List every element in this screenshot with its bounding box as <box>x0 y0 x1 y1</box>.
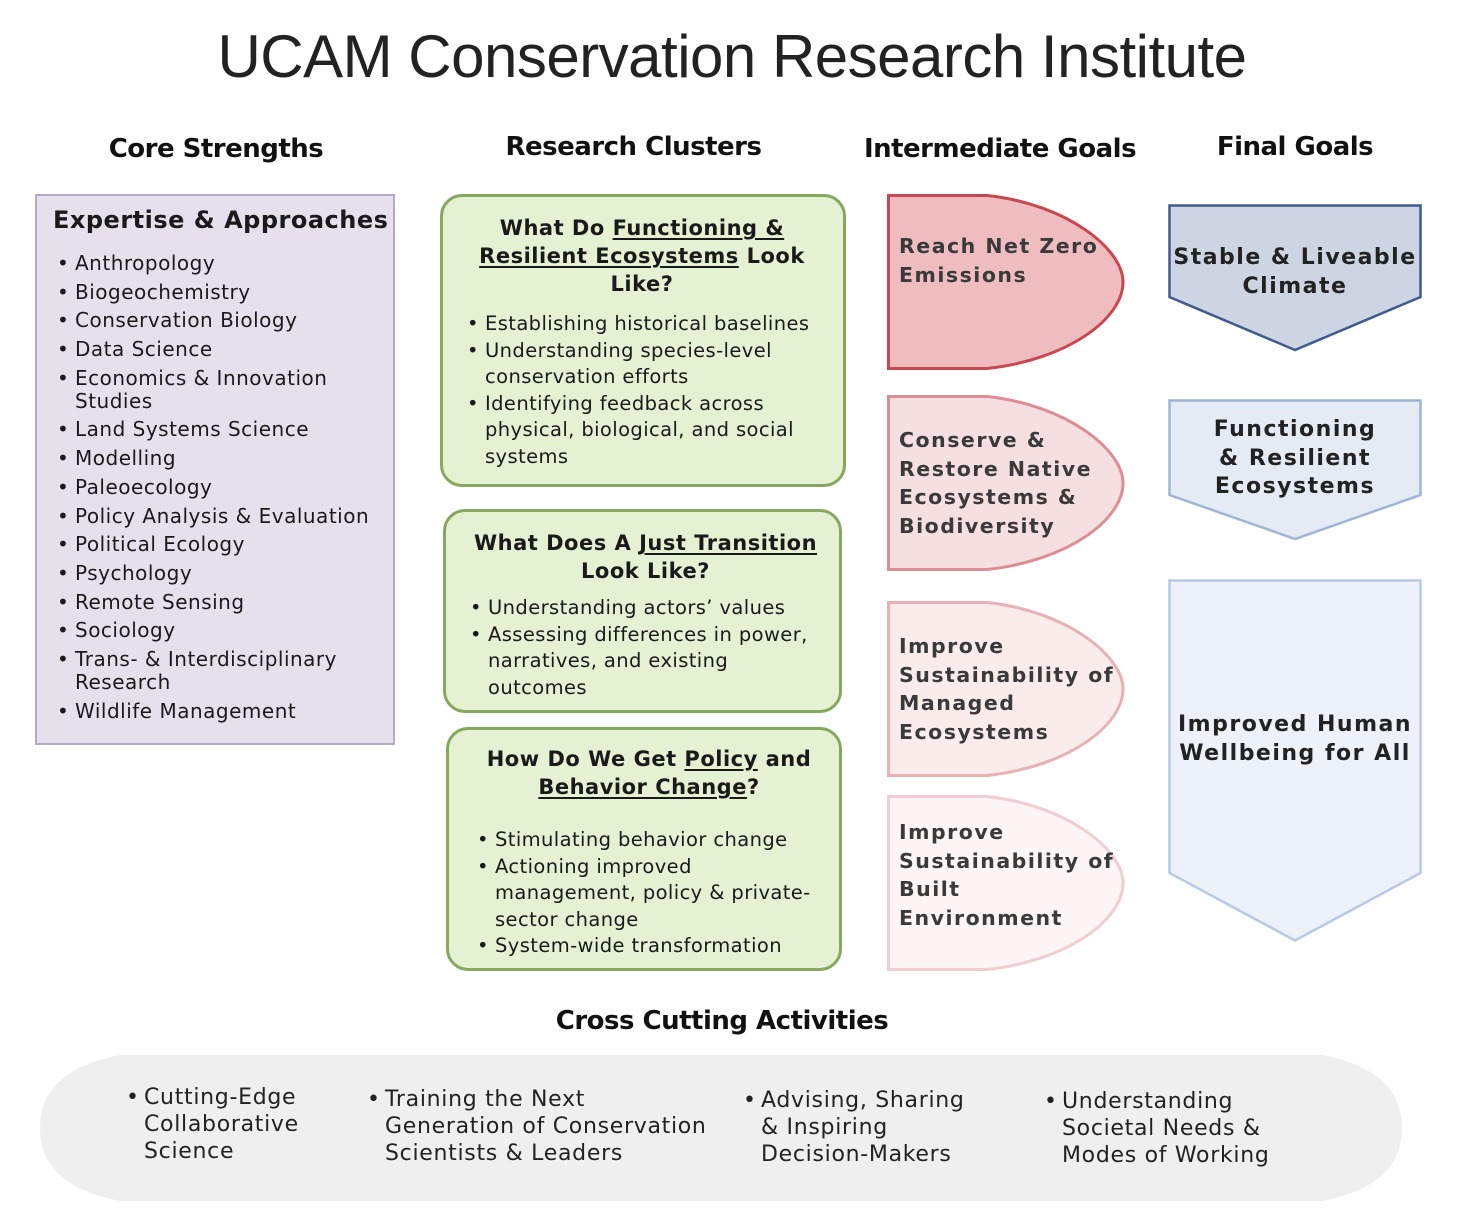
expertise-item: Modelling <box>53 447 393 471</box>
final-goal-resilient-ecosystems: Functioning & Resilient Ecosystems <box>1168 399 1422 541</box>
cluster-title-emphasis: Behavior Change <box>538 775 747 799</box>
column-heading-final-goals: Final Goals <box>1216 132 1374 162</box>
cross-cutting-item: Advising, Sharing & Inspiring Decision-M… <box>739 1087 989 1168</box>
cluster-title-emphasis: Functioning & Resilient Ecosystems <box>479 216 785 268</box>
expertise-item: Biogeochemistry <box>53 280 393 304</box>
cluster-title-text: What Do <box>499 216 613 240</box>
expertise-item: Sociology <box>53 619 393 643</box>
cluster-title-text: and <box>757 747 812 771</box>
cluster-title: What Does A Just Transition Look Like? <box>466 529 825 585</box>
column-heading-research-clusters: Research Clusters <box>505 132 762 162</box>
intermediate-goal-label: Improve Sustainability of Built Environm… <box>899 820 1115 930</box>
cross-cutting-item: Cutting-Edge Collaborative Science <box>122 1084 352 1165</box>
intermediate-goal-shape <box>887 194 1125 370</box>
cluster-bullet-list: Stimulating behavior changeActioning imp… <box>473 827 825 960</box>
final-goal-label: Stable & Liveable Climate <box>1173 245 1417 299</box>
expertise-item: Anthropology <box>53 252 393 276</box>
cluster-title-text: Look Like? <box>610 244 805 296</box>
cluster-title: What Do Functioning & Resilient Ecosyste… <box>463 214 821 298</box>
cross-cutting-heading: Cross Cutting Activities <box>555 1006 889 1036</box>
cluster-bullet-item: Establishing historical baselines <box>463 311 821 338</box>
final-goal-human-wellbeing: Improved Human Wellbeing for All <box>1168 579 1422 942</box>
cluster-title-text: How Do We Get <box>486 747 685 771</box>
cluster-title-text: Look Like? <box>581 559 710 583</box>
expertise-item: Policy Analysis & Evaluation <box>53 504 393 528</box>
intermediate-goal-shape <box>887 601 1125 777</box>
cluster-bullet-item: System-wide transformation <box>473 933 825 960</box>
cluster-title-text: ? <box>746 775 760 799</box>
cluster-bullet-item: Actioning improved management, policy & … <box>473 854 825 934</box>
cluster-bullet-item: Stimulating behavior change <box>473 827 825 854</box>
cluster-bullet-item: Understanding actors’ values <box>466 595 825 622</box>
intermediate-goal-net-zero: Reach Net Zero Emissions <box>887 194 1125 370</box>
intermediate-goal-built-environment: Improve Sustainability of Built Environm… <box>887 795 1125 971</box>
research-cluster-just-transition: What Does A Just Transition Look Like? U… <box>443 509 842 713</box>
cluster-title: How Do We Get Policy and Behavior Change… <box>473 745 825 801</box>
cluster-bullet-item: Identifying feedback across physical, bi… <box>463 391 821 471</box>
cross-cutting-item: Training the Next Generation of Conserva… <box>363 1086 713 1167</box>
expertise-item: Trans- & Interdisciplinary Research <box>53 647 393 694</box>
expertise-list: AnthropologyBiogeochemistryConservation … <box>53 252 393 723</box>
cluster-bullet-list: Establishing historical baselinesUnderst… <box>463 311 821 470</box>
cross-cutting-item: Understanding Societal Needs & Modes of … <box>1040 1088 1300 1169</box>
intermediate-goal-managed-ecosystems: Improve Sustainability of Managed Ecosys… <box>887 601 1125 777</box>
cross-cutting-item-text: Cutting-Edge Collaborative Science <box>122 1084 352 1165</box>
final-goal-shape <box>1168 204 1422 352</box>
intermediate-goal-label: Reach Net Zero Emissions <box>899 234 1099 287</box>
expertise-item: Conservation Biology <box>53 309 393 333</box>
expertise-item: Land Systems Science <box>53 418 393 442</box>
cross-cutting-item-text: Training the Next Generation of Conserva… <box>363 1086 713 1167</box>
final-goal-label: Functioning & Resilient Ecosystems <box>1213 417 1377 499</box>
expertise-item: Economics & Innovation Studies <box>53 366 393 413</box>
final-goal-stable-climate: Stable & Liveable Climate <box>1168 204 1422 352</box>
expertise-item: Wildlife Management <box>53 699 393 723</box>
intermediate-goal-native-ecosystems: Conserve & Restore Native Ecosystems & B… <box>887 395 1125 571</box>
cluster-bullet-item: Understanding species-level conservation… <box>463 338 821 391</box>
cross-cutting-item-text: Advising, Sharing & Inspiring Decision-M… <box>739 1087 989 1168</box>
expertise-item: Data Science <box>53 338 393 362</box>
expertise-item: Psychology <box>53 561 393 585</box>
cluster-title-emphasis: Just Transition <box>639 531 818 555</box>
cluster-title-text: What Does A <box>473 531 640 555</box>
intermediate-goal-label: Conserve & Restore Native Ecosystems & B… <box>899 428 1093 538</box>
final-goal-label: Improved Human Wellbeing for All <box>1178 712 1412 766</box>
cluster-bullet-list: Understanding actors’ valuesAssessing di… <box>466 595 825 701</box>
intermediate-goal-shape <box>887 395 1125 571</box>
final-goal-shape <box>1168 579 1422 942</box>
intermediate-goal-label: Improve Sustainability of Managed Ecosys… <box>899 634 1115 744</box>
intermediate-goal-shape <box>887 795 1125 971</box>
research-cluster-ecosystems: What Do Functioning & Resilient Ecosyste… <box>440 194 846 487</box>
research-cluster-policy-behavior: How Do We Get Policy and Behavior Change… <box>446 727 842 971</box>
expertise-panel: Expertise & Approaches AnthropologyBioge… <box>35 194 395 745</box>
cluster-title-emphasis: Policy <box>684 747 758 771</box>
column-heading-intermediate-goals: Intermediate Goals <box>863 134 1137 164</box>
page-title: UCAM Conservation Research Institute <box>217 23 1247 90</box>
final-goal-shape <box>1168 399 1422 541</box>
cluster-bullet-item: Assessing differences in power, narrativ… <box>466 622 825 702</box>
expertise-item: Remote Sensing <box>53 590 393 614</box>
column-heading-core-strengths: Core Strengths <box>108 134 324 164</box>
expertise-item: Political Ecology <box>53 533 393 557</box>
expertise-item: Paleoecology <box>53 475 393 499</box>
cross-cutting-item-text: Understanding Societal Needs & Modes of … <box>1040 1088 1300 1169</box>
expertise-heading: Expertise & Approaches <box>53 206 389 234</box>
